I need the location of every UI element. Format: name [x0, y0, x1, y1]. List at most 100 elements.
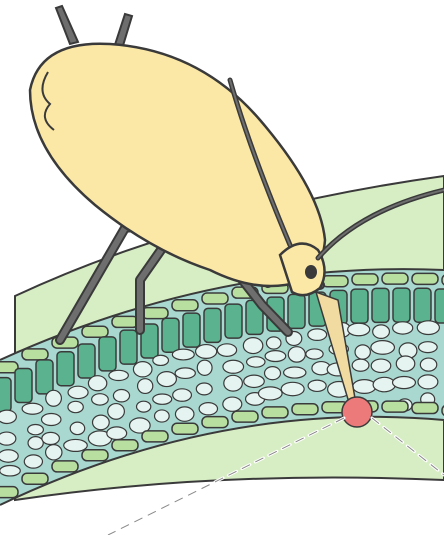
mesophyll-cell [196, 345, 217, 359]
epidermis-cell [82, 326, 108, 337]
mesophyll-cell [373, 377, 395, 391]
mesophyll-cell [109, 370, 129, 380]
mesophyll-cell [420, 358, 436, 371]
epidermis-cell [22, 349, 48, 360]
mesophyll-cell [308, 329, 327, 341]
epidermis-cell [202, 293, 228, 304]
mesophyll-cell [0, 465, 20, 475]
mesophyll-cell [0, 450, 18, 462]
palisade-cell [78, 344, 95, 378]
epidermis-cell [352, 274, 378, 285]
epidermis-cell [52, 461, 78, 472]
palisade-cell [15, 369, 32, 403]
mesophyll-cell [371, 341, 395, 355]
aphid-eye [305, 265, 317, 279]
mesophyll-cell [24, 455, 42, 468]
mesophyll-cell [0, 410, 16, 423]
palisade-cell [393, 288, 410, 322]
epidermis-cell [412, 403, 438, 414]
mesophyll-cell [217, 344, 236, 357]
mesophyll-cell [258, 387, 282, 400]
palisade-cell [99, 337, 116, 371]
mesophyll-cell [0, 432, 16, 445]
mesophyll-cell [172, 349, 194, 360]
mesophyll-cell [243, 338, 262, 354]
mesophyll-cell [196, 383, 212, 395]
mesophyll-cell [197, 360, 212, 375]
mesophyll-cell [352, 359, 369, 371]
mesophyll-cell [138, 379, 153, 394]
mesophyll-cell [247, 357, 265, 367]
epidermis-cell [202, 417, 228, 428]
mesophyll-cell [223, 397, 242, 411]
mesophyll-cell [244, 375, 265, 387]
epidermis-cell [82, 450, 108, 461]
palisade-cell [162, 318, 179, 352]
mesophyll-cell [22, 403, 43, 414]
mesophyll-cell [308, 380, 326, 391]
epidermis-cell [142, 431, 168, 442]
palisade-cell [120, 330, 137, 364]
mesophyll-cell [153, 355, 169, 365]
mesophyll-cell [42, 432, 60, 444]
mesophyll-cell [288, 347, 305, 362]
mesophyll-cell [371, 359, 391, 372]
mesophyll-cell [175, 368, 195, 379]
epidermis-cell [262, 407, 288, 418]
mesophyll-cell [348, 323, 370, 335]
mesophyll-cell [281, 382, 304, 395]
palisade-cell [414, 288, 431, 322]
epidermis-cell [0, 487, 18, 498]
palisade-cell [351, 289, 368, 323]
epidermis-cell [172, 300, 198, 311]
mesophyll-cell [223, 360, 244, 373]
mesophyll-cell [92, 394, 109, 405]
mesophyll-cell [224, 375, 243, 391]
mesophyll-cell [68, 401, 83, 412]
epidermis-cell [112, 316, 138, 327]
mesophyll-cell [199, 403, 217, 415]
mesophyll-cell [113, 389, 129, 401]
mesophyll-cell [306, 349, 323, 359]
mesophyll-cell [133, 362, 152, 377]
epidermis-cell [232, 411, 258, 422]
epidermis-cell [412, 273, 438, 284]
mesophyll-cell [265, 367, 281, 380]
mesophyll-cell [175, 407, 194, 421]
mesophyll-cell [46, 390, 62, 406]
palisade-cell [57, 352, 74, 386]
mesophyll-cell [373, 325, 390, 339]
palisade-cell [183, 313, 200, 347]
epidermis-cell [292, 404, 318, 415]
mesophyll-cell [353, 380, 376, 394]
epidermis-cell [172, 423, 198, 434]
mesophyll-cell [419, 342, 438, 353]
palisade-cell [288, 294, 305, 328]
mesophyll-cell [28, 424, 44, 434]
mesophyll-cell [28, 437, 43, 450]
palisade-cell [36, 360, 53, 394]
mesophyll-cell [393, 322, 413, 334]
palisade-cell [225, 304, 242, 338]
mesophyll-cell [88, 376, 106, 391]
epidermis-cell [112, 440, 138, 451]
palisade-cell [435, 289, 444, 323]
epidermis-cell [322, 276, 348, 287]
mesophyll-cell [173, 389, 192, 401]
mesophyll-cell [108, 404, 125, 420]
mesophyll-cell [355, 345, 370, 359]
mesophyll-cell [155, 410, 170, 422]
epidermis-cell [382, 273, 408, 284]
mesophyll-cell [107, 427, 127, 440]
mesophyll-cell [265, 351, 286, 362]
mesophyll-cell [64, 439, 88, 451]
mesophyll-cell [46, 445, 62, 460]
mesophyll-cell [157, 372, 176, 387]
aphid-body [30, 44, 325, 286]
epidermis-cell [142, 308, 168, 319]
mesophyll-cell [417, 321, 439, 335]
mesophyll-cell [153, 394, 172, 404]
mesophyll-cell [68, 386, 88, 398]
mesophyll-cell [41, 414, 60, 426]
